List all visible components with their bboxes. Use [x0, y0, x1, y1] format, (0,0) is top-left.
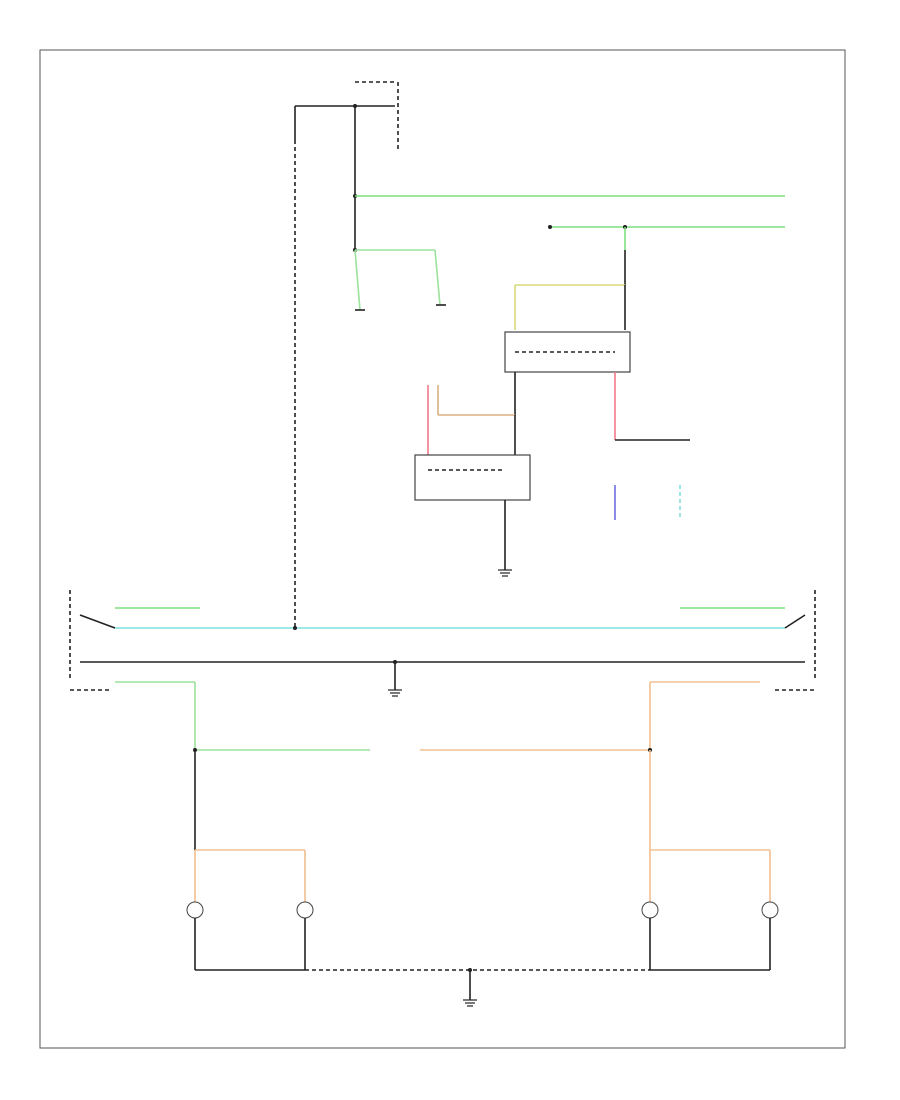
left-door-switch	[70, 614, 116, 691]
lamp-relay	[414, 385, 531, 577]
dimmer-switch	[504, 250, 690, 441]
courtesy-bus	[69, 590, 816, 697]
lamp-left-1	[186, 901, 204, 919]
head-lamp-branches	[354, 249, 446, 311]
courtesy-lamps	[186, 901, 779, 919]
side-connectors	[614, 485, 681, 520]
green-wire-top	[355, 195, 785, 250]
lower-left-feed	[115, 681, 370, 905]
lamp-left-2	[296, 901, 314, 919]
ground-bus	[194, 918, 771, 1007]
lamp-right-1	[641, 901, 659, 919]
lower-right-feed	[420, 681, 771, 905]
fuse-panel	[294, 81, 399, 628]
lamp-right-2	[761, 901, 779, 919]
diagram-frame	[39, 49, 846, 1049]
right-door-switch	[775, 614, 815, 691]
